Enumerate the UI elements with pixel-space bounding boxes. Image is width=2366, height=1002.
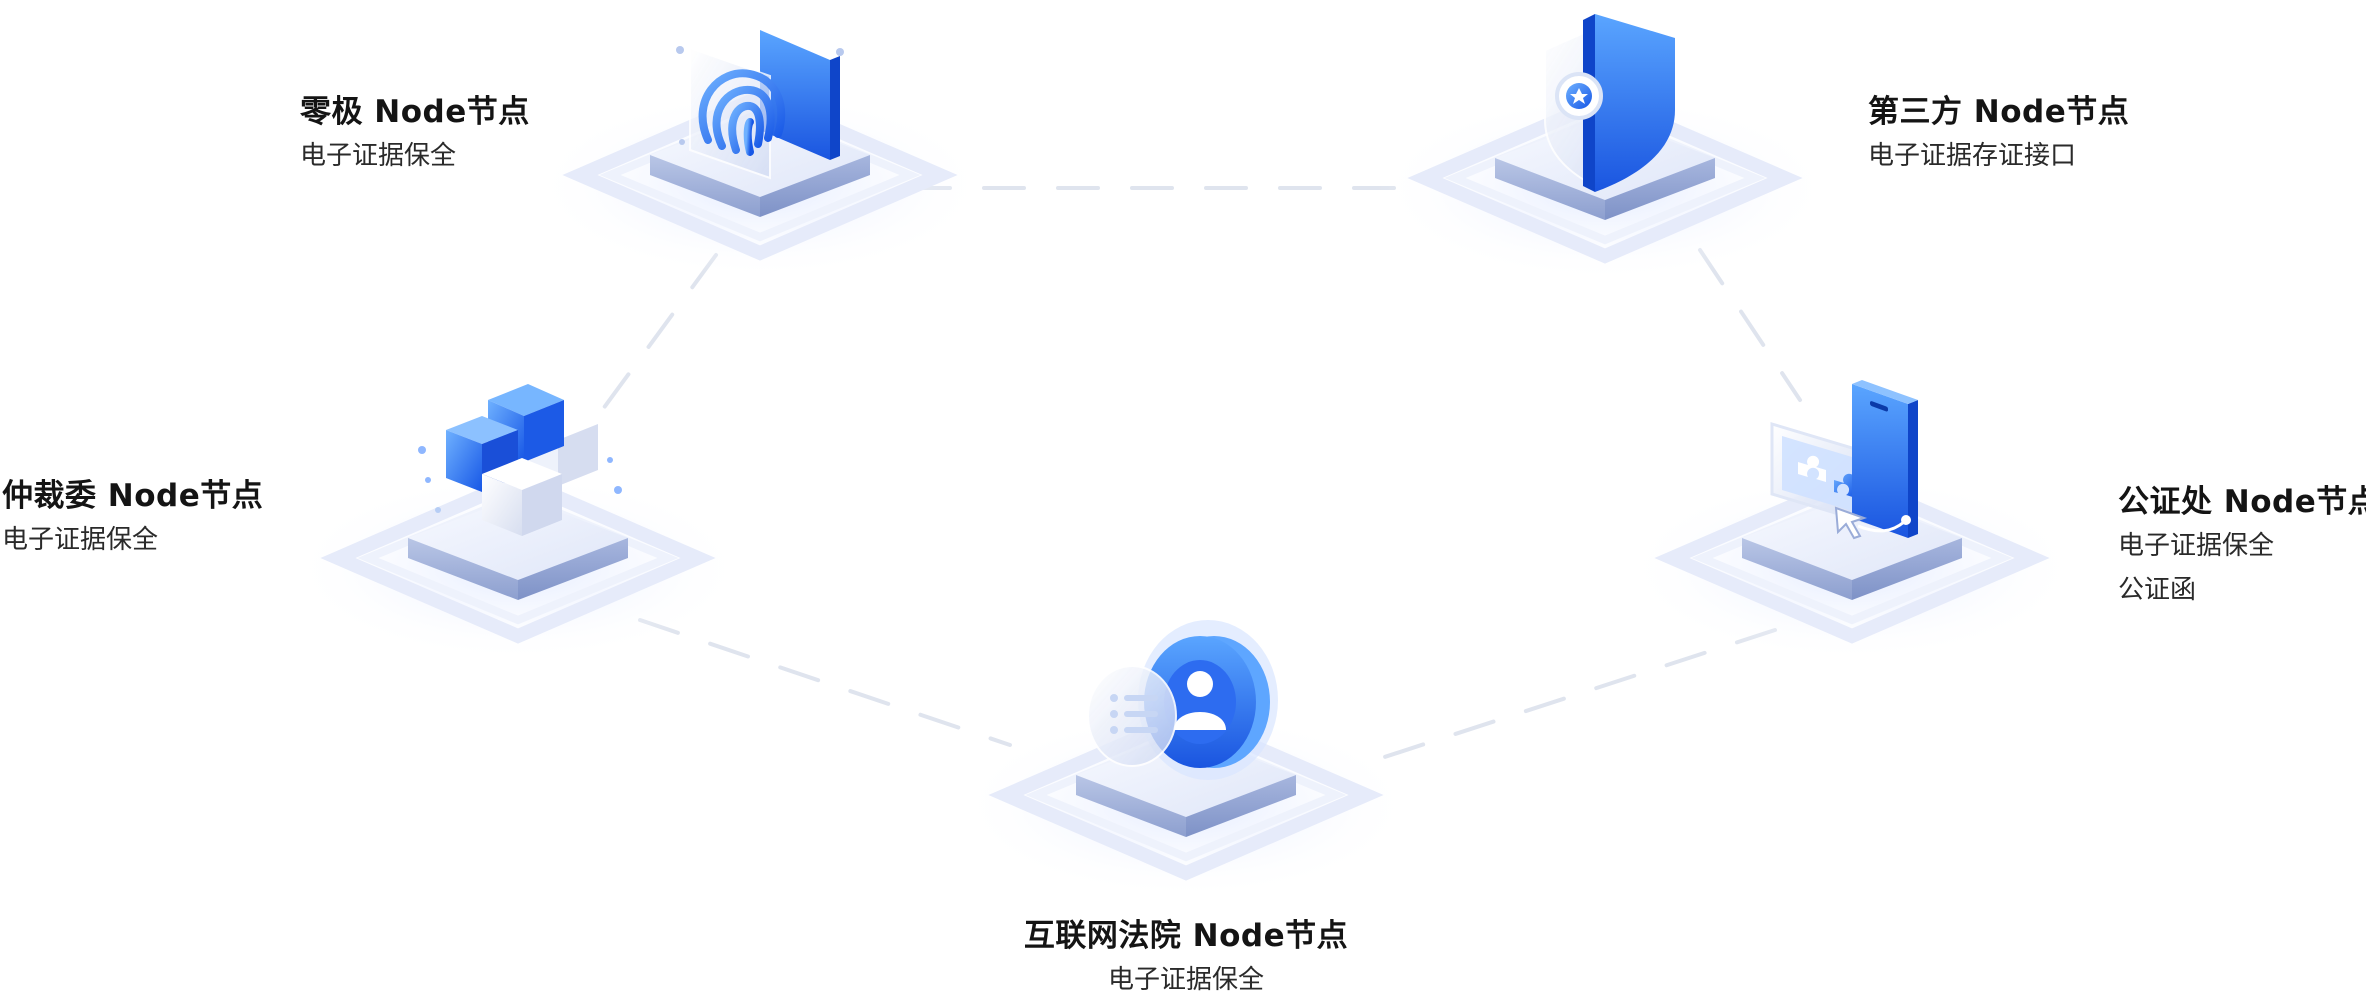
node-label-notary: 公证处 Node节点 电子证据保全 公证函 [2118,480,2366,612]
platform-arbitration [288,472,748,663]
node-label-court: 互联网法院 Node节点 电子证据保全 [1016,914,1356,1002]
phone-puzzle-icon [1770,380,1918,540]
node-title: 互联网法院 Node节点 [1023,918,1349,954]
node-title: 零极 Node节点 [300,94,530,130]
node-subtitle: 电子证据保全 [2,525,159,555]
node-label-third: 第三方 Node节点 电子证据存证接口 [1868,90,2129,178]
connector-notary-court [1358,628,1777,767]
node-subtitle: 电子证据存证接口 [1868,141,2077,171]
fingerprint-icon [676,30,844,180]
platform-zero [530,89,990,280]
connector-lines [576,186,1802,767]
node-subtitle: 电子证据保全 [2118,531,2275,561]
node-subtitle-2: 公证函 [2118,575,2197,605]
node-label-arbitration: 仲裁委 Node节点 电子证据保全 [2,474,263,562]
cubes-icon [418,384,622,536]
node-subtitle: 电子证据保全 [1107,965,1264,995]
node-subtitle: 电子证据保全 [300,141,457,171]
connector-third-notary [1698,248,1802,402]
node-label-zero: 零极 Node节点 电子证据保全 [300,90,530,178]
node-title: 公证处 Node节点 [2118,484,2366,520]
user-disc-icon [1087,620,1278,780]
shield-star-icon [1544,14,1675,192]
node-title: 第三方 Node节点 [1868,94,2130,130]
connector-zero-arbitration [576,253,718,445]
platform-third [1375,92,1835,283]
node-title: 仲裁委 Node节点 [2,478,264,514]
connector-arbitration-court [638,618,1012,747]
